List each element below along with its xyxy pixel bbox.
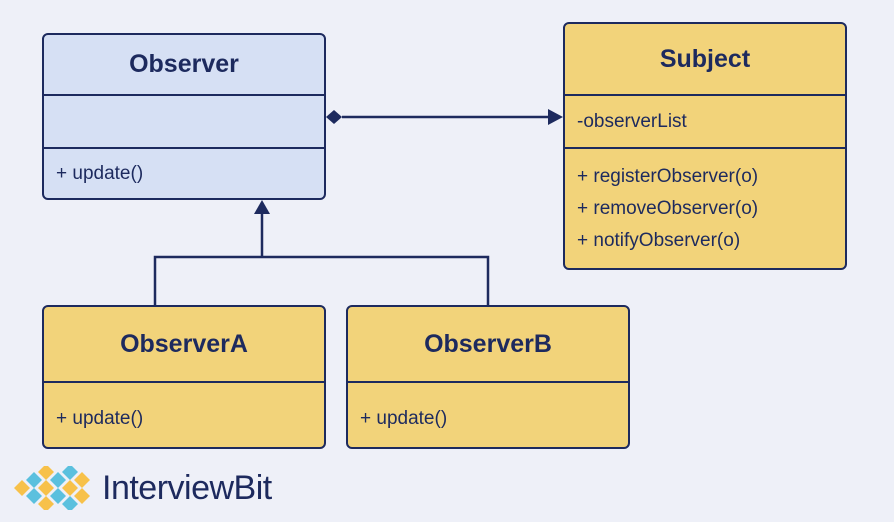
subject-methods: + registerObserver(o) + removeObserver(o… <box>565 149 845 257</box>
observer-methods: + update() <box>44 149 324 190</box>
observer-a-class-box: ObserverA + update() <box>42 305 326 449</box>
composition-arrowhead <box>548 109 563 125</box>
observer-b-method: + update() <box>360 408 448 429</box>
subject-method: + notifyObserver(o) <box>577 230 741 251</box>
inheritance-arrowhead <box>254 200 270 214</box>
observer-b-class-box: ObserverB + update() <box>346 305 630 449</box>
subject-attributes: -observerList <box>565 96 845 149</box>
observer-method: + update() <box>56 163 144 184</box>
interviewbit-logo-icon <box>14 466 90 510</box>
composition-diamond <box>326 110 342 124</box>
observer-b-methods: + update() <box>348 383 628 435</box>
subject-class-name: Subject <box>565 24 845 96</box>
observer-a-method: + update() <box>56 408 144 429</box>
inheritance-line-a <box>153 255 262 305</box>
observer-class-box: Observer + update() <box>42 33 326 200</box>
interviewbit-logo-text: InterviewBit <box>102 468 272 507</box>
observer-attributes <box>44 96 324 149</box>
observer-a-class-name: ObserverA <box>44 307 324 383</box>
interviewbit-logo: InterviewBit <box>14 460 272 516</box>
subject-method: + registerObserver(o) <box>577 166 759 187</box>
subject-method: + removeObserver(o) <box>577 198 759 219</box>
observer-a-methods: + update() <box>44 383 324 435</box>
observer-class-name: Observer <box>44 35 324 96</box>
subject-class-box: Subject -observerList + registerObserver… <box>563 22 847 270</box>
inheritance-line-b <box>262 255 490 305</box>
observer-b-class-name: ObserverB <box>348 307 628 383</box>
